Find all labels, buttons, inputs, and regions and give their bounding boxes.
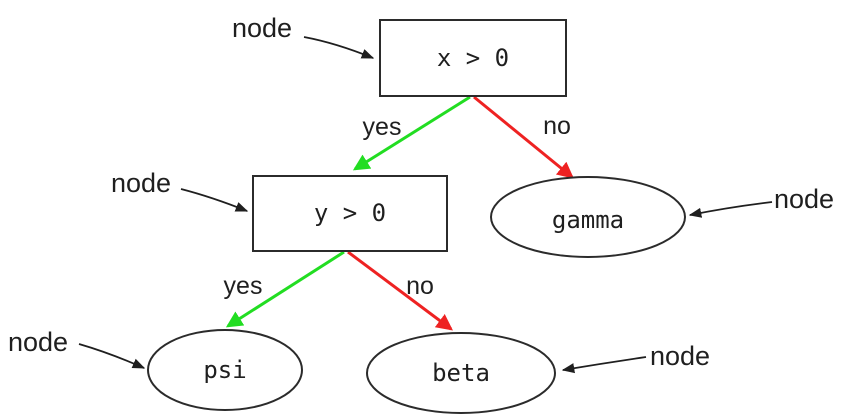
node-root-rect bbox=[379, 19, 567, 97]
edge-ytest-to-beta: no bbox=[347, 250, 453, 331]
node-gamma-label: gamma bbox=[552, 206, 624, 234]
node-psi: psi bbox=[147, 329, 303, 411]
edge-label-no-2: no bbox=[406, 272, 434, 300]
annotation-root: node bbox=[232, 13, 375, 59]
edge-label-yes-2: yes bbox=[224, 272, 263, 300]
edge-label-yes-1: yes bbox=[363, 113, 402, 141]
annotation-psi: node bbox=[8, 327, 146, 369]
node-gamma: gamma bbox=[490, 176, 686, 258]
node-beta-ellipse bbox=[366, 332, 556, 414]
annotation-label-beta: node bbox=[650, 341, 710, 371]
annotation-label-psi: node bbox=[8, 327, 68, 357]
node-beta-label: beta bbox=[432, 359, 490, 387]
node-psi-ellipse bbox=[147, 329, 303, 411]
edge-line-no-2 bbox=[347, 250, 453, 331]
node-root: x > 0 bbox=[379, 19, 567, 97]
annotation-label-gamma: node bbox=[774, 184, 834, 214]
annotation-arrow-beta bbox=[561, 356, 647, 374]
node-ytest-label: y > 0 bbox=[314, 199, 386, 227]
edge-line-yes-1 bbox=[352, 95, 471, 171]
edge-line-yes-2 bbox=[225, 250, 345, 328]
edge-label-no-1: no bbox=[543, 112, 571, 140]
annotation-arrow-ytest bbox=[180, 188, 249, 212]
edge-line-no-1 bbox=[473, 95, 574, 179]
node-psi-label: psi bbox=[203, 356, 246, 384]
annotation-arrow-psi bbox=[78, 343, 146, 369]
edge-root-to-gamma: no bbox=[473, 95, 574, 179]
node-gamma-ellipse bbox=[490, 176, 686, 258]
annotation-gamma: node bbox=[688, 184, 834, 218]
node-ytest-rect bbox=[252, 175, 448, 252]
annotation-label-root: node bbox=[232, 13, 292, 43]
edge-root-to-ytest: yes bbox=[352, 95, 471, 171]
annotation-ytest: node bbox=[111, 168, 249, 212]
edge-ytest-to-psi: yes bbox=[224, 250, 345, 328]
annotation-label-ytest: node bbox=[111, 168, 171, 198]
node-beta: beta bbox=[366, 332, 556, 414]
annotation-arrow-gamma bbox=[688, 201, 773, 218]
node-root-label: x > 0 bbox=[437, 44, 509, 72]
annotation-arrow-root bbox=[303, 36, 375, 59]
annotation-beta: node bbox=[561, 341, 710, 374]
node-ytest: y > 0 bbox=[252, 175, 448, 252]
